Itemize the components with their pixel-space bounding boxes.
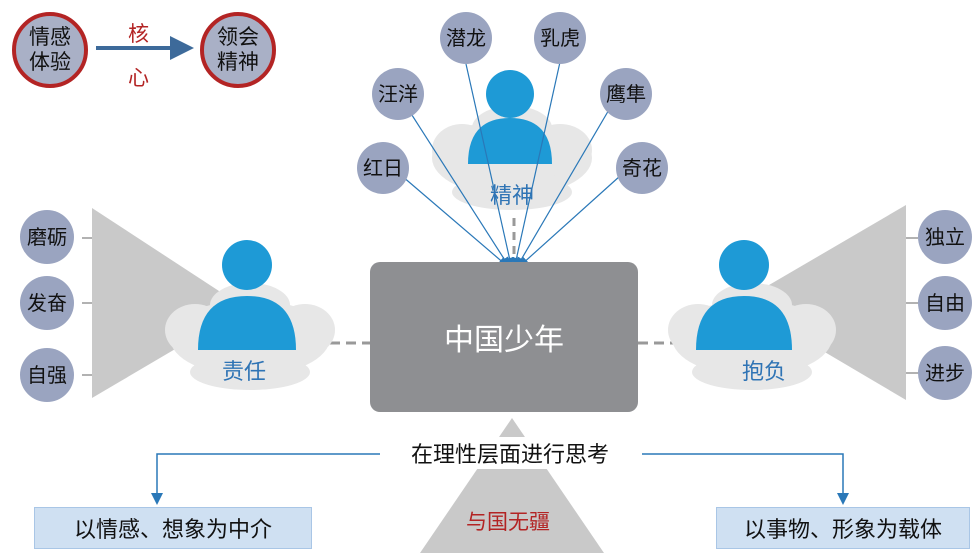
right-cluster-label: 抱负 xyxy=(742,360,787,385)
person-icon-left xyxy=(198,240,296,350)
top-circle-yingsun: 鹰隼 xyxy=(600,68,652,120)
right-circle-jinbu: 进步 xyxy=(918,346,972,400)
top-circle-label: 潜龙 xyxy=(446,25,486,50)
top-circle-label: 奇花 xyxy=(622,155,662,180)
top-circle-ruhu: 乳虎 xyxy=(534,12,586,64)
person-icon-top xyxy=(468,70,552,164)
right-circle-label: 自由 xyxy=(925,290,965,315)
right-circle-label: 进步 xyxy=(925,360,965,385)
right-circle-label: 独立 xyxy=(925,224,965,249)
rational-thinking-label: 在理性层面进行思考 xyxy=(380,437,640,469)
top-circle-qihua: 奇花 xyxy=(616,142,668,194)
left-circle-label: 自强 xyxy=(27,362,67,387)
left-cone xyxy=(92,208,245,398)
right-circle-duli: 独立 xyxy=(918,210,972,264)
center-box-label: 中国少年 xyxy=(444,323,564,358)
legend-circle-spirit-label: 领会 精神 xyxy=(217,24,259,74)
bottom-left-box: 以情感、想象为中介 xyxy=(34,507,312,549)
left-cluster-label: 责任 xyxy=(222,360,267,385)
top-cluster-label: 精神 xyxy=(490,184,535,209)
legend-arrow-top-label: 核 xyxy=(128,22,149,46)
left-circle-ziqiang: 自强 xyxy=(20,348,74,402)
top-circle-label: 鹰隼 xyxy=(606,81,646,106)
top-circle-qianlong: 潜龙 xyxy=(440,12,492,64)
left-circle-label: 磨砺 xyxy=(27,224,67,249)
left-circle-label: 发奋 xyxy=(27,290,67,315)
bottom-right-box-label: 以事物、形象为载体 xyxy=(743,518,942,543)
top-circle-label: 汪洋 xyxy=(378,81,418,106)
triangle-label: 与国无疆 xyxy=(466,510,550,534)
legend-circle-spirit: 领会 精神 xyxy=(200,12,276,88)
top-circle-label: 红日 xyxy=(363,155,403,180)
top-circle-wangyang: 汪洋 xyxy=(372,68,424,120)
legend-circle-emotion-label: 情感 体验 xyxy=(29,24,71,74)
legend-circle-emotion: 情感 体验 xyxy=(12,12,88,88)
top-circle-label: 乳虎 xyxy=(540,25,580,50)
legend-arrow-bottom-label: 心 xyxy=(128,66,149,90)
bottom-left-box-label: 以情感、想象为中介 xyxy=(73,518,272,543)
bottom-triangle xyxy=(420,418,604,553)
center-box: 中国少年 xyxy=(370,262,638,412)
right-circle-ziyou: 自由 xyxy=(918,276,972,330)
left-circle-fafen: 发奋 xyxy=(20,276,74,330)
top-circle-hongri: 红日 xyxy=(357,142,409,194)
bottom-right-box: 以事物、形象为载体 xyxy=(716,507,970,549)
right-cone xyxy=(740,205,906,400)
person-icon-right xyxy=(696,240,792,350)
left-circle-moli: 磨砺 xyxy=(20,210,74,264)
